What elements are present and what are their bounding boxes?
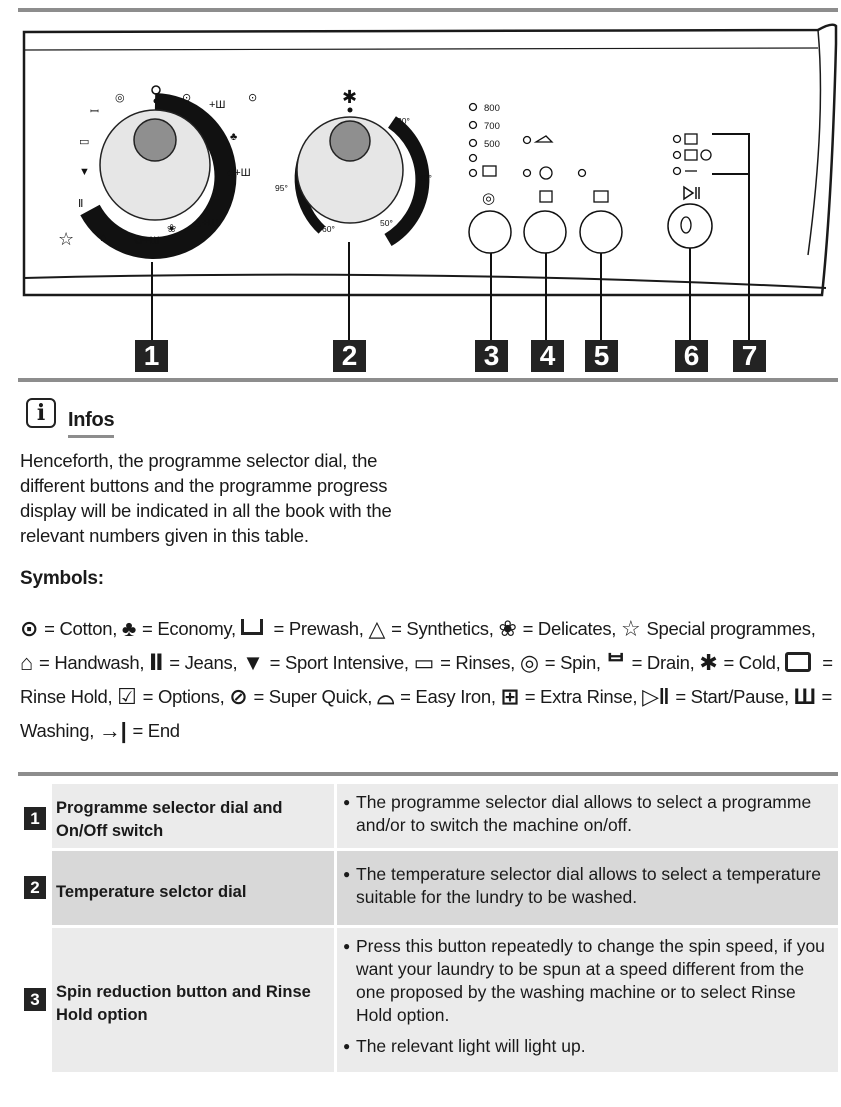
options-icon: ☑ [117,684,137,709]
spin-speed-labels: 800 700 500 [484,103,500,150]
temperature-selector-dial[interactable]: ✱ [294,87,430,247]
infos-text: Henceforth, the programme selector dial,… [20,450,392,546]
synthetics-icon: △ [368,616,386,641]
callout-number-5: 5 [585,340,618,372]
callout-number-7: 7 [733,340,766,372]
rinses-icon: ▭ [413,650,435,675]
section-rule-1 [18,378,838,382]
spin-speed-label: 800 [484,103,500,114]
spin-speed-label: 500 [484,139,500,150]
callout-number-6: 6 [675,340,708,372]
row-number: 3 [24,988,46,1011]
svg-text:+Ш: +Ш [209,99,226,111]
symbols-heading: Symbols: [20,568,104,589]
table-row: Spin reduction button and Rinse Hold opt… [52,928,838,1072]
cold-icon: ✱ [699,650,718,675]
svg-text:△: △ [212,190,221,202]
svg-text:▼: ▼ [79,166,90,178]
easy-iron-icon: ⌓ [376,684,395,709]
svg-text:❀: ❀ [167,223,176,235]
svg-text:Ⅱ: Ⅱ [78,198,83,210]
row-label: Temperature selctor dial [52,851,337,925]
table-row: Temperature selctor dial ●The temperatur… [52,851,838,925]
drain-icon: ᄇ [605,650,626,675]
row-number: 1 [24,807,46,830]
svg-text:☆: ☆ [58,229,74,249]
svg-text:⊙: ⊙ [248,92,257,104]
temperature-labels: 30° 40° 50° 60° 95° [275,116,432,234]
row-number: 2 [24,876,46,899]
spin-speed-label: 700 [484,121,500,132]
svg-text:⌂: ⌂ [100,232,107,244]
row-label: Programme selector dial and On/Off switc… [52,784,337,848]
prewash-icon [240,619,263,635]
svg-text:△+Ш: △+Ш [193,217,218,229]
panel-outline [22,23,838,297]
callout-number-3: 3 [475,340,508,372]
callout-line-7 [712,133,750,340]
spin-icon: ◎ [519,650,539,675]
special-programmes-icon: ☆ [621,616,641,641]
extra-rinse-button[interactable] [579,190,623,254]
temperature-label: 50° [380,218,393,228]
svg-text:✱: ✱ [342,87,357,107]
row-description: ●The programme selector dial allows to s… [337,784,838,848]
row-label: Spin reduction button and Rinse Hold opt… [52,928,337,1072]
callout-number-4: 4 [531,340,564,372]
cotton-icon: ⊙ [20,616,39,641]
extra-rinse-icon: ⊞ [500,684,519,709]
callout-number-1: 1 [135,340,168,372]
infos-title: Infos [68,409,115,431]
svg-text:ꟷ: ꟷ [90,106,99,118]
end-icon: →| [98,718,127,743]
programme-dial-symbols: ◎ ⊙ +Ш ⊙ ꟷ ♣ ▭ ♣+Ш ▼ △ Ⅱ △+Ш ❀ ⌂ ❀+Ш ☆ [58,92,257,249]
delicates-icon: ❀ [498,616,517,641]
svg-text:❀+Ш: ❀+Ш [134,235,160,247]
spin-speed-lights [468,102,497,178]
start-pause-icon: ▷‖ [642,684,670,709]
svg-text:♣: ♣ [230,131,237,143]
control-panel-illustration: ◎ ⊙ +Ш ⊙ ꟷ ♣ ▭ ♣+Ш ▼ △ Ⅱ △+Ш ❀ ⌂ ❀+Ш ☆ ✱… [22,23,838,340]
symbols-legend: ⊙= Cotton, ♣= Economy, = Prewash, △= Syn… [20,612,835,748]
temperature-label: 40° [419,173,432,183]
svg-text:⊙: ⊙ [182,92,191,104]
start-pause-button[interactable] [667,185,713,249]
info-icon: i [26,398,56,428]
rinse-hold-icon [785,652,812,672]
table-row: Programme selector dial and On/Off switc… [52,784,838,848]
svg-text:◎: ◎ [482,190,495,207]
top-rule [18,8,838,12]
programme-progress-display [672,133,712,176]
panel-bottom-edge [23,273,827,289]
section-rule-2 [18,772,838,776]
option-lights [522,135,587,180]
infos-underline [68,435,114,438]
svg-text:♣+Ш: ♣+Ш [227,167,251,179]
temperature-label: 60° [322,224,335,234]
super-quick-icon: ⊘ [229,684,248,709]
temperature-label: 30° [397,116,410,126]
callout-number-2: 2 [333,340,366,372]
washing-icon: Ш [793,684,816,709]
options-button[interactable] [523,190,567,254]
handwash-icon: ⌂ [20,650,33,675]
svg-text:◎: ◎ [115,92,125,104]
row-description: ●The temperature selector dial allows to… [337,851,838,925]
jeans-icon: Ⅱ [149,650,164,675]
temperature-label: 95° [275,183,288,193]
sport-intensive-icon: ▼ [242,650,264,675]
programme-selector-dial[interactable] [80,85,237,259]
row-description: ●Press this button repeatedly to change … [337,928,838,1072]
svg-text:▭: ▭ [79,136,89,148]
spin-reduction-button[interactable]: ◎ [468,190,512,254]
economy-icon: ♣ [121,616,137,641]
